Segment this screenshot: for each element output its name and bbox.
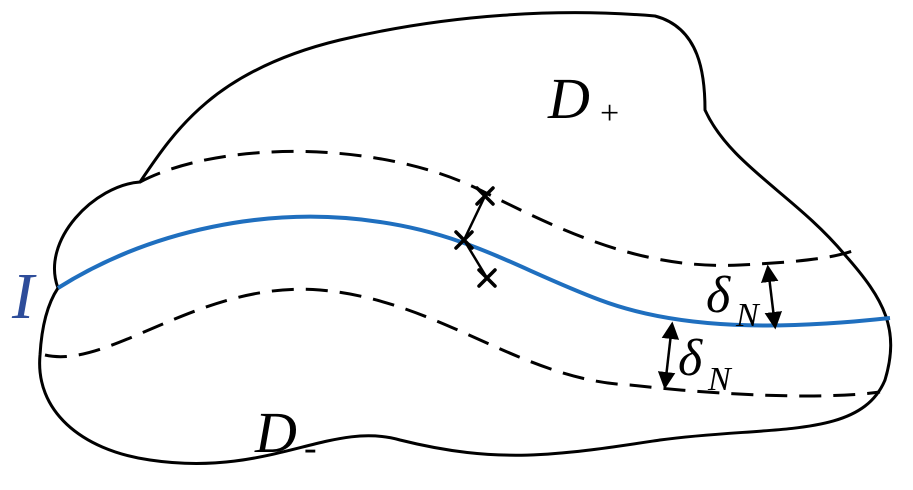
interface-curve	[56, 214, 891, 328]
domain-boundary	[38, 11, 893, 465]
domain-minus-subscript: -	[304, 427, 317, 469]
domain-plus-label: D	[547, 66, 590, 131]
delta-lower-label: δ	[678, 330, 703, 387]
upper-band-boundary	[139, 150, 856, 267]
delta-upper-subscript: N	[735, 297, 761, 334]
delta-lower-subscript: N	[707, 361, 733, 398]
lower-band-boundary	[44, 287, 881, 398]
cross-icon	[475, 186, 495, 206]
domain-plus-subscript: +	[600, 95, 619, 132]
interface-label: I	[11, 260, 37, 333]
delta-upper-arrow	[760, 264, 783, 330]
cross-icon	[454, 230, 474, 250]
domain-minus-label: D	[254, 400, 297, 465]
delta-upper-label: δ	[706, 267, 731, 324]
cross-icon	[477, 268, 497, 288]
stencil-line	[462, 195, 489, 279]
delta-lower-arrow	[657, 321, 680, 390]
